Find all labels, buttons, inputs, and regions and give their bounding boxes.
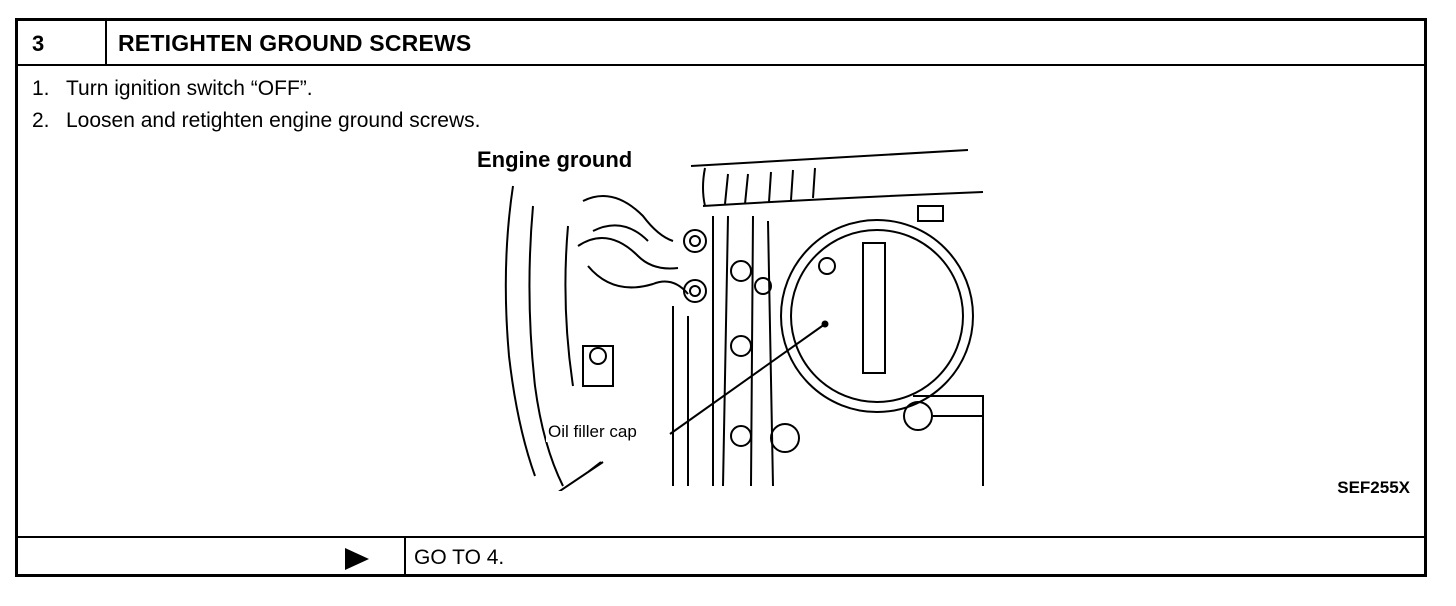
engine-line-drawing [504, 149, 984, 491]
engine-ground-label: Engine ground [477, 147, 636, 173]
footer-divider [404, 538, 406, 577]
instruction-item: 1. Turn ignition switch “OFF”. [32, 73, 480, 105]
instruction-text: Turn ignition switch “OFF”. [66, 77, 313, 100]
figure-code: SEF255X [1337, 478, 1410, 497]
instruction-text: Loosen and retighten engine ground screw… [66, 109, 481, 132]
step-number: 3 [32, 31, 45, 56]
step-title: RETIGHTEN GROUND SCREWS [118, 30, 472, 56]
goto-step-text: GO TO 4. [414, 546, 505, 569]
procedure-header: 3 RETIGHTEN GROUND SCREWS [18, 21, 1424, 66]
instruction-list: 1. Turn ignition switch “OFF”. 2. Loosen a… [32, 73, 480, 137]
instruction-number: 1. [32, 77, 50, 100]
engine-illustration: Engine ground Oil filler cap [473, 146, 988, 491]
header-divider [105, 21, 107, 64]
oil-filler-cap-label: Oil filler cap [546, 422, 639, 442]
right-triangle-arrow-icon [345, 548, 369, 570]
procedure-table: 3 RETIGHTEN GROUND SCREWS 1. Turn ignitio… [15, 18, 1427, 577]
instruction-number: 2. [32, 109, 50, 132]
procedure-footer: GO TO 4. [18, 536, 1424, 577]
instruction-item: 2. Loosen and retighten engine ground scr… [32, 105, 480, 137]
